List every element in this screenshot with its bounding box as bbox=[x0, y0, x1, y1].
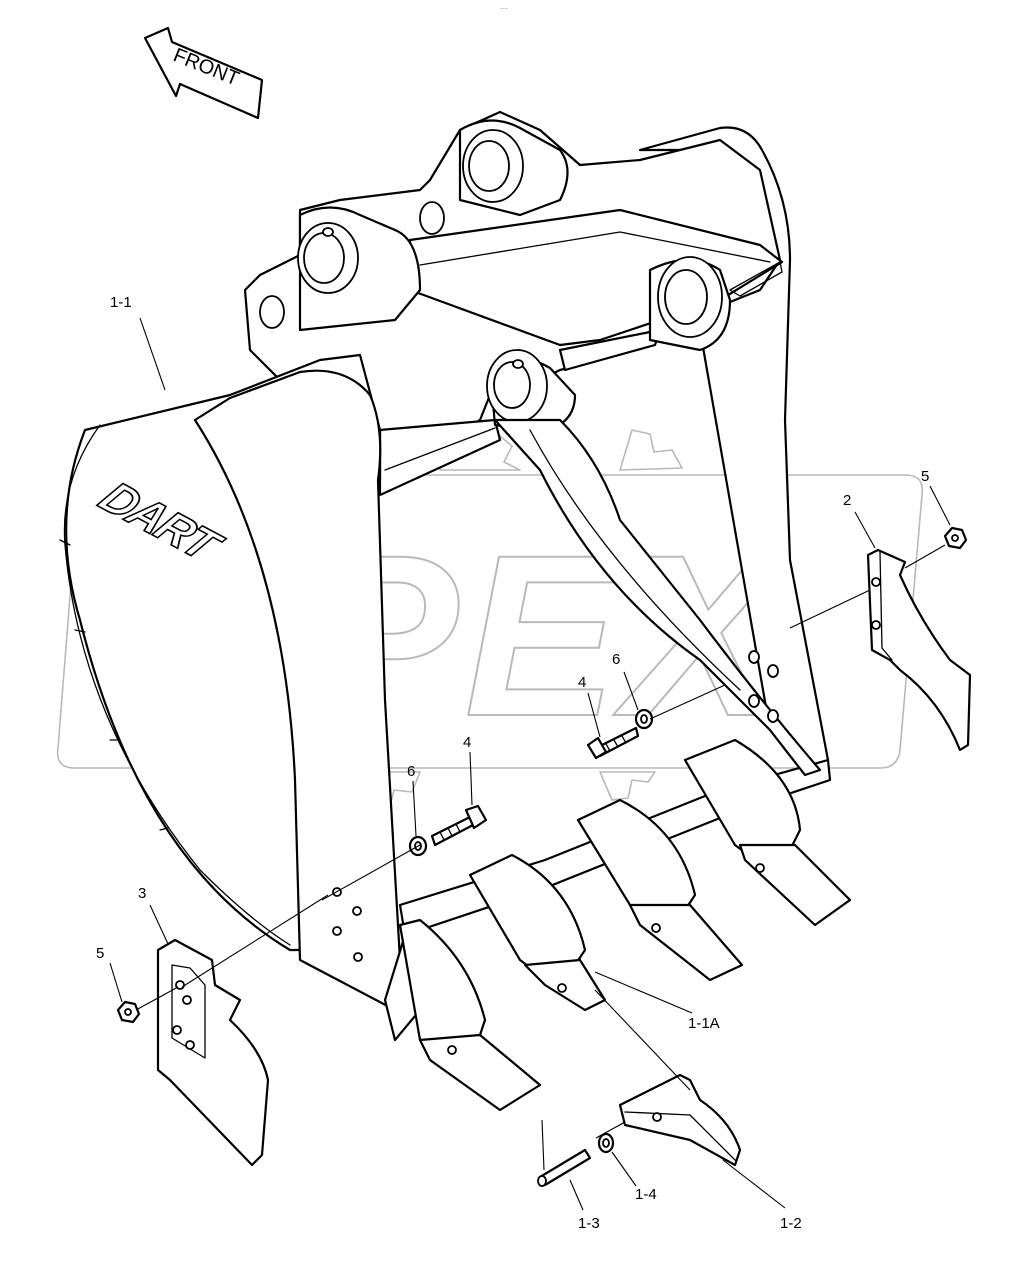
callout-3: 3 bbox=[138, 885, 146, 902]
callout-4-center: 4 bbox=[578, 674, 586, 691]
callout-5-right: 5 bbox=[921, 468, 929, 485]
tooth-1 bbox=[398, 918, 542, 1112]
nut-left bbox=[116, 1000, 141, 1024]
top-mark: ~~ bbox=[500, 6, 508, 13]
front-direction-arrow: FRONT bbox=[143, 26, 264, 120]
nut-right bbox=[943, 526, 968, 550]
side-cutter-left bbox=[156, 938, 270, 1167]
callout-1-1a: 1-1A bbox=[688, 1015, 720, 1032]
bolt-left bbox=[430, 804, 488, 847]
tooth-2 bbox=[468, 853, 607, 1012]
leader-lines bbox=[109, 317, 951, 1211]
side-cutter-right bbox=[866, 548, 972, 752]
callout-5-left: 5 bbox=[96, 945, 104, 962]
callout-6-left: 6 bbox=[407, 763, 415, 780]
callout-1-2: 1-2 bbox=[780, 1215, 802, 1232]
callout-labels: 1-1 1-1A 1-2 1-3 1-4 2 3 4 4 5 5 6 6 bbox=[96, 294, 929, 1232]
tooth-row bbox=[398, 738, 852, 1112]
callout-1-4: 1-4 bbox=[635, 1186, 657, 1203]
tooth-3 bbox=[576, 798, 744, 982]
pin bbox=[537, 1148, 592, 1187]
bolt-center bbox=[586, 726, 640, 760]
callout-1-1: 1-1 bbox=[110, 294, 132, 311]
callout-1-3: 1-3 bbox=[578, 1215, 600, 1232]
washer-center bbox=[634, 708, 654, 730]
tooth-point bbox=[618, 1073, 742, 1167]
tooth-4 bbox=[683, 738, 852, 927]
callout-2: 2 bbox=[843, 492, 851, 509]
callout-4-left: 4 bbox=[463, 734, 471, 751]
callout-6-center: 6 bbox=[612, 651, 620, 668]
lock-washer bbox=[597, 1132, 615, 1154]
